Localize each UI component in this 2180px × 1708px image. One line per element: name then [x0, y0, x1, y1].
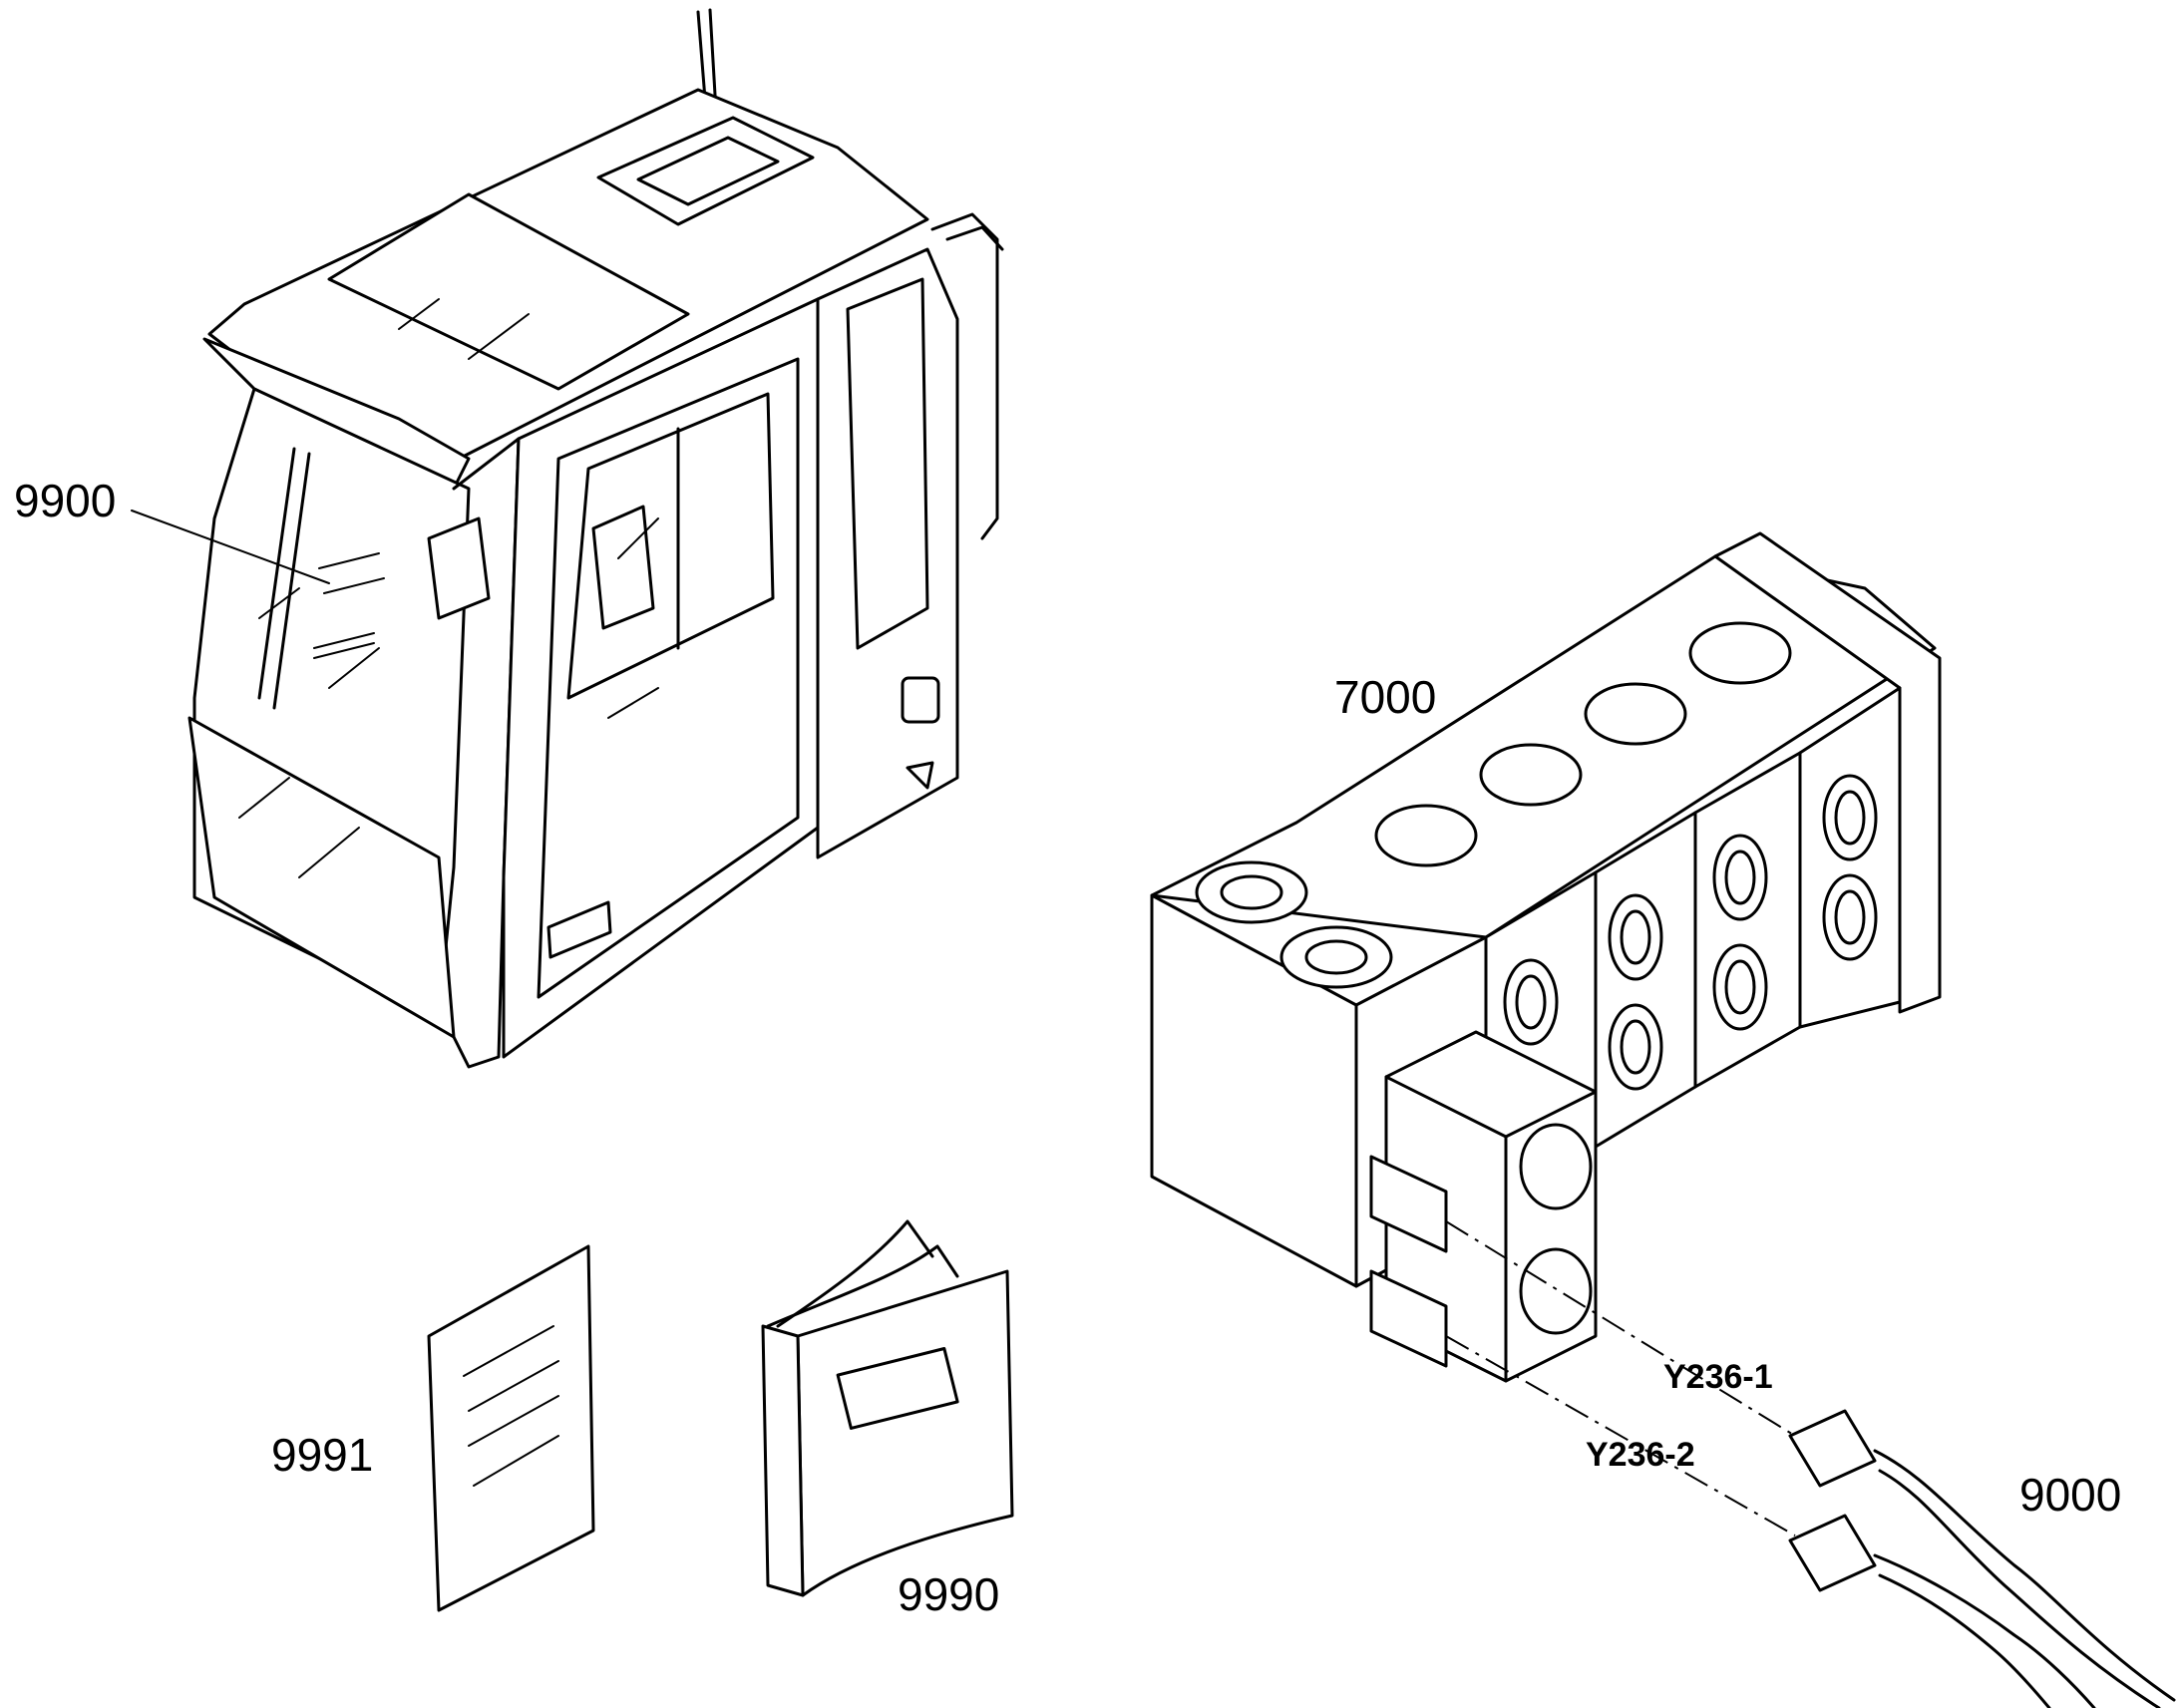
- valve-block-drawing: [1150, 531, 1942, 1383]
- connector-2-dashed-line: [1445, 1335, 1796, 1537]
- valve-block-callout-label: 7000: [1334, 671, 1436, 723]
- connector-2-label: Y236-2: [1586, 1436, 1695, 1474]
- wiring-harness-drawing: [1788, 1409, 2176, 1708]
- operator-cab-drawing: [187, 8, 1004, 1069]
- leaflet-callout-label: 9991: [271, 1429, 373, 1481]
- manual-drawing: [761, 1219, 1014, 1597]
- connector-1-label: Y236-1: [1663, 1358, 1773, 1396]
- manual-callout-label: 9990: [898, 1568, 999, 1620]
- leaflet-drawing: [427, 1244, 595, 1612]
- cab-leader-line: [131, 510, 330, 584]
- cab-callout-label: 9900: [14, 475, 116, 526]
- connector-1-dashed-line: [1445, 1220, 1796, 1437]
- harness-callout-label: 9000: [2019, 1469, 2121, 1521]
